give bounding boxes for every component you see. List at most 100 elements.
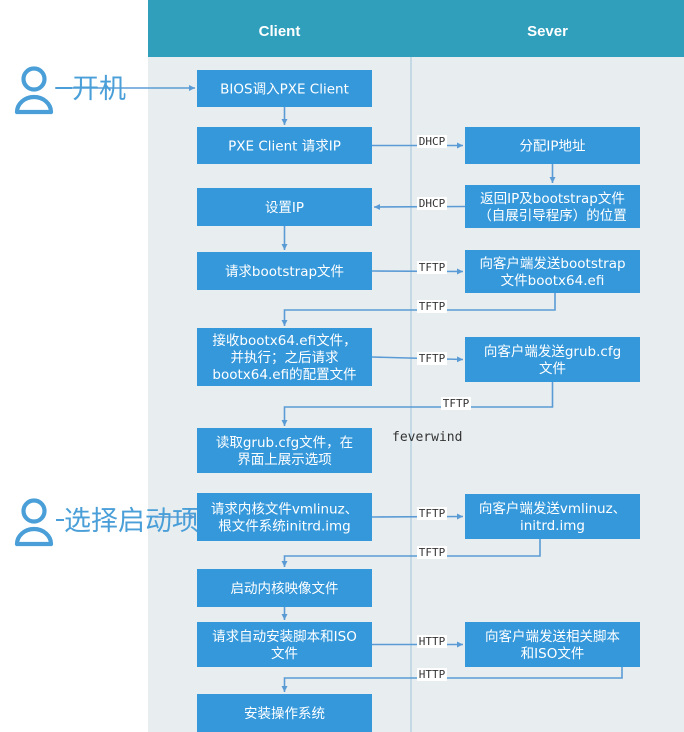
edge-label-bg (417, 668, 447, 681)
node-text-line: 请求内核文件vmlinuz、 (211, 502, 358, 518)
node-box[interactable] (197, 127, 372, 164)
lane-title-server: Sever (527, 23, 568, 40)
edge-label-bg (417, 546, 447, 559)
process-node-n6[interactable]: 请求bootstrap文件 (197, 252, 372, 290)
edge-label-bg (417, 352, 447, 365)
edge-label-text: TFTP (419, 261, 446, 274)
edge-label-e7: TFTP (417, 507, 447, 520)
edge-labels: DHCP DHCP TFTP TFTP TFTP TFTP TFTP TFTP HTTP HTTP (417, 135, 471, 681)
edge-label-bg (417, 507, 447, 520)
edge-label-text: HTTP (419, 635, 446, 648)
process-node-n3[interactable]: 分配IP地址 (465, 127, 640, 164)
node-box[interactable] (465, 622, 640, 667)
node-text-line: 文件bootx64.efi (501, 273, 605, 289)
process-node-n9[interactable]: 向客户端发送grub.cfg文件 (465, 337, 640, 382)
edge-label-e2: DHCP (417, 197, 447, 210)
node-text-line: 和ISO文件 (521, 646, 585, 662)
edge-label-e5: TFTP (417, 352, 447, 365)
node-box[interactable] (197, 493, 372, 541)
node-text-line: 请求bootstrap文件 (225, 264, 344, 280)
person-body-icon (14, 526, 54, 547)
person-icon (21, 498, 47, 524)
actor-label: 开机 (72, 74, 126, 105)
node-text-line: 请求自动安装脚本和ISO (212, 629, 357, 645)
node-box[interactable] (197, 70, 372, 107)
swimlane-backgrounds (148, 57, 684, 732)
edge-label-e10: HTTP (417, 668, 447, 681)
node-text-line: 并执行；之后请求 (231, 350, 339, 366)
process-node-n11[interactable]: 请求内核文件vmlinuz、根文件系统initrd.img (197, 493, 372, 541)
node-text-line: PXE Client 请求IP (228, 139, 341, 155)
node-text-line: 文件 (271, 646, 298, 662)
lane-header-bar (148, 0, 684, 57)
process-node-n16[interactable]: 安装操作系统 (197, 694, 372, 732)
process-node-n5[interactable]: 返回IP及bootstrap文件（自展引导程序）的位置 (465, 185, 640, 228)
edge-label-text: HTTP (419, 668, 446, 681)
node-box[interactable] (197, 694, 372, 732)
node-box[interactable] (197, 622, 372, 667)
edge-label-bg (417, 635, 447, 648)
person-icon (21, 66, 47, 92)
process-node-n4[interactable]: 设置IP (197, 188, 372, 226)
node-text-line: 文件 (539, 361, 566, 377)
edge-label-e3: TFTP (417, 261, 447, 274)
edge-label-e8: TFTP (417, 546, 447, 559)
node-text-line: 界面上展示选项 (237, 452, 332, 468)
process-node-n12[interactable]: 向客户端发送vmlinuz、initrd.img (465, 494, 640, 539)
node-box[interactable] (465, 127, 640, 164)
node-box[interactable] (197, 252, 372, 290)
edge-label-text: TFTP (419, 352, 446, 365)
edge-label-text: DHCP (419, 135, 446, 148)
node-box[interactable] (197, 188, 372, 226)
node-text-line: 安装操作系统 (244, 706, 325, 722)
node-text-line: 返回IP及bootstrap文件 (480, 191, 625, 207)
edge-label-text: TFTP (443, 397, 470, 410)
edge-label-bg (417, 261, 447, 274)
node-text-line: 设置IP (265, 200, 304, 216)
node-text-line: 向客户端发送相关脚本 (485, 628, 620, 645)
process-node-n1[interactable]: BIOS调入PXE Client (197, 70, 372, 107)
node-box[interactable] (465, 185, 640, 228)
edge-label-text: TFTP (419, 300, 446, 313)
edge-label-bg (417, 300, 447, 313)
node-text-line: 根文件系统initrd.img (218, 519, 351, 535)
process-node-n2[interactable]: PXE Client 请求IP (197, 127, 372, 164)
edge-label-e4: TFTP (417, 300, 447, 313)
select-boot-entry-actor: 选择启动项 (14, 498, 199, 547)
node-text-line: initrd.img (520, 518, 585, 534)
edge-label-bg (417, 197, 447, 210)
actor-label: 选择启动项 (64, 506, 199, 537)
node-box[interactable] (197, 328, 372, 386)
node-text-line: 向客户端发送grub.cfg (484, 343, 621, 360)
person-body-icon (14, 94, 54, 115)
edge-label-text: TFTP (419, 546, 446, 559)
node-box[interactable] (197, 569, 372, 607)
node-text-line: 向客户端发送bootstrap (479, 255, 625, 272)
node-text-line: （自展引导程序）的位置 (478, 208, 627, 224)
server-lane-background (411, 57, 684, 732)
node-box[interactable] (465, 250, 640, 293)
edge-label-e9: HTTP (417, 635, 447, 648)
node-text-line: 读取grub.cfg文件，在 (216, 435, 353, 451)
watermark: feverwind (392, 430, 462, 445)
connector-n9-n10 (281, 382, 554, 426)
process-node-n13[interactable]: 启动内核映像文件 (197, 569, 372, 607)
edge-label-text: TFTP (419, 507, 446, 520)
node-box[interactable] (197, 428, 372, 473)
node-box[interactable] (465, 494, 640, 539)
connector-n12-n13 (281, 539, 541, 567)
edge-label-text: DHCP (419, 197, 446, 210)
node-text-line: 向客户端发送vmlinuz、 (479, 500, 626, 517)
node-box[interactable] (465, 337, 640, 382)
client-lane-background (148, 57, 411, 732)
lane-title-client: Client (259, 23, 301, 40)
